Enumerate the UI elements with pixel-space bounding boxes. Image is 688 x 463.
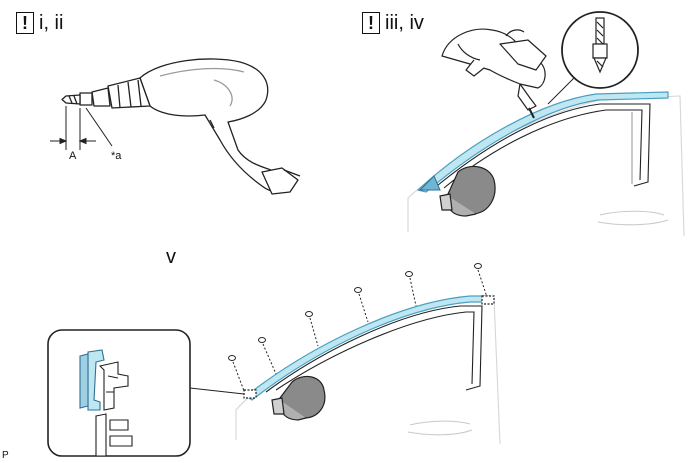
caution-mark-icon: ! bbox=[362, 12, 380, 34]
clip-3 bbox=[305, 311, 319, 347]
molding-corner-upper bbox=[418, 175, 441, 191]
step-text-i-ii: i, ii bbox=[39, 12, 64, 34]
step-label-i-ii: !i, ii bbox=[16, 12, 63, 34]
clip-markers bbox=[228, 263, 488, 397]
hand-with-drill bbox=[441, 28, 547, 119]
cross-section-inset bbox=[47, 329, 191, 457]
inset-leader-line bbox=[189, 387, 245, 395]
clip-6 bbox=[474, 263, 488, 298]
callout-a-label: *a bbox=[111, 150, 122, 162]
clip-4 bbox=[354, 287, 369, 323]
figure-code: P bbox=[2, 450, 9, 461]
magnified-bit-inset bbox=[547, 11, 639, 105]
window-molding-lower bbox=[244, 295, 489, 401]
caution-mark-icon: ! bbox=[16, 12, 34, 34]
step-label-iii-iv: !iii, iv bbox=[362, 12, 424, 34]
clip-2 bbox=[258, 337, 277, 375]
side-mirror-lower bbox=[271, 375, 326, 421]
clip-5 bbox=[405, 271, 417, 307]
dimension-a-label: A bbox=[69, 150, 77, 162]
end-clip-box-rear bbox=[481, 295, 495, 305]
dimension-a-marker bbox=[50, 106, 113, 150]
drill-illustration bbox=[61, 58, 301, 195]
step-label-v: v bbox=[166, 246, 176, 268]
door-illustration-lower bbox=[235, 297, 501, 445]
end-clip-box-front bbox=[243, 389, 257, 399]
window-molding-upper bbox=[416, 91, 669, 193]
clip-1 bbox=[228, 355, 247, 397]
step-text-iii-iv: iii, iv bbox=[385, 12, 424, 34]
side-mirror-upper bbox=[439, 165, 496, 217]
